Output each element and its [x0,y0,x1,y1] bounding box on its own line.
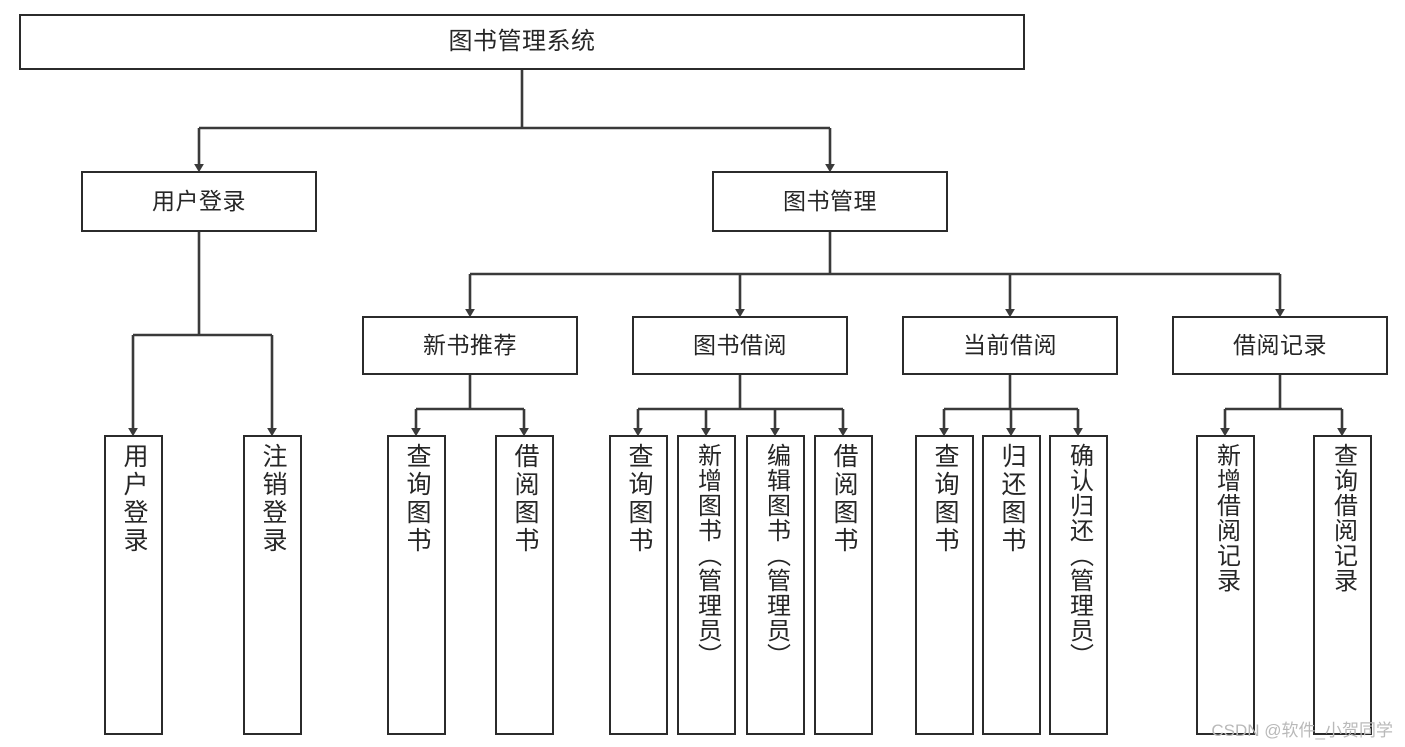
node-label: 新增图书（管理员） [693,443,721,668]
leaf-node-confirm-return[interactable]: 确认归还（管理员） [1049,435,1108,735]
node-label: 图书管理系统 [448,27,596,55]
leaf-node-borrow-book[interactable]: 借阅图书 [814,435,873,735]
node-label: 图书管理 [783,187,877,214]
leaf-node-add-borrow-record[interactable]: 新增借阅记录 [1196,435,1255,735]
leaf-node-edit-book[interactable]: 编辑图书（管理员） [746,435,805,735]
leaf-node-borrow-book-newrec[interactable]: 借阅图书 [495,435,554,735]
leaf-node-add-book[interactable]: 新增图书（管理员） [677,435,736,735]
node-label: 用户登录 [120,443,148,555]
node-label: 新书推荐 [423,331,517,358]
node-label: 查询图书 [931,443,959,555]
node-label: 图书借阅 [693,331,787,358]
node-label: 归还图书 [998,443,1026,555]
node-label: 用户登录 [152,187,246,214]
node-label: 借阅图书 [511,443,539,555]
node-label: 确认归还（管理员） [1065,443,1093,668]
node-root-system[interactable]: 图书管理系统 [19,14,1025,70]
csdn-watermark: CSDN @软件_小贺同学 [1211,721,1393,740]
node-label: 新增借阅记录 [1212,443,1240,593]
leaf-node-query-borrow-record[interactable]: 查询借阅记录 [1313,435,1372,735]
node-new-book-recommend[interactable]: 新书推荐 [362,316,578,375]
leaf-node-logout[interactable]: 注销登录 [243,435,302,735]
node-book-manage[interactable]: 图书管理 [712,171,948,232]
node-label: 注销登录 [259,443,287,555]
node-current-borrow[interactable]: 当前借阅 [902,316,1118,375]
leaf-node-query-book-newrec[interactable]: 查询图书 [387,435,446,735]
leaf-node-return-book[interactable]: 归还图书 [982,435,1041,735]
node-label: 编辑图书（管理员） [762,443,790,668]
leaf-node-user-login[interactable]: 用户登录 [104,435,163,735]
node-label: 查询图书 [403,443,431,555]
node-book-borrow[interactable]: 图书借阅 [632,316,848,375]
node-label: 查询图书 [625,443,653,555]
node-label: 查询借阅记录 [1329,443,1357,593]
node-label: 当前借阅 [963,331,1057,358]
node-user-login[interactable]: 用户登录 [81,171,317,232]
node-label: 借阅图书 [830,443,858,555]
node-label: 借阅记录 [1233,331,1327,358]
leaf-node-query-book-current[interactable]: 查询图书 [915,435,974,735]
leaf-node-query-book-borrow[interactable]: 查询图书 [609,435,668,735]
node-borrow-record[interactable]: 借阅记录 [1172,316,1388,375]
